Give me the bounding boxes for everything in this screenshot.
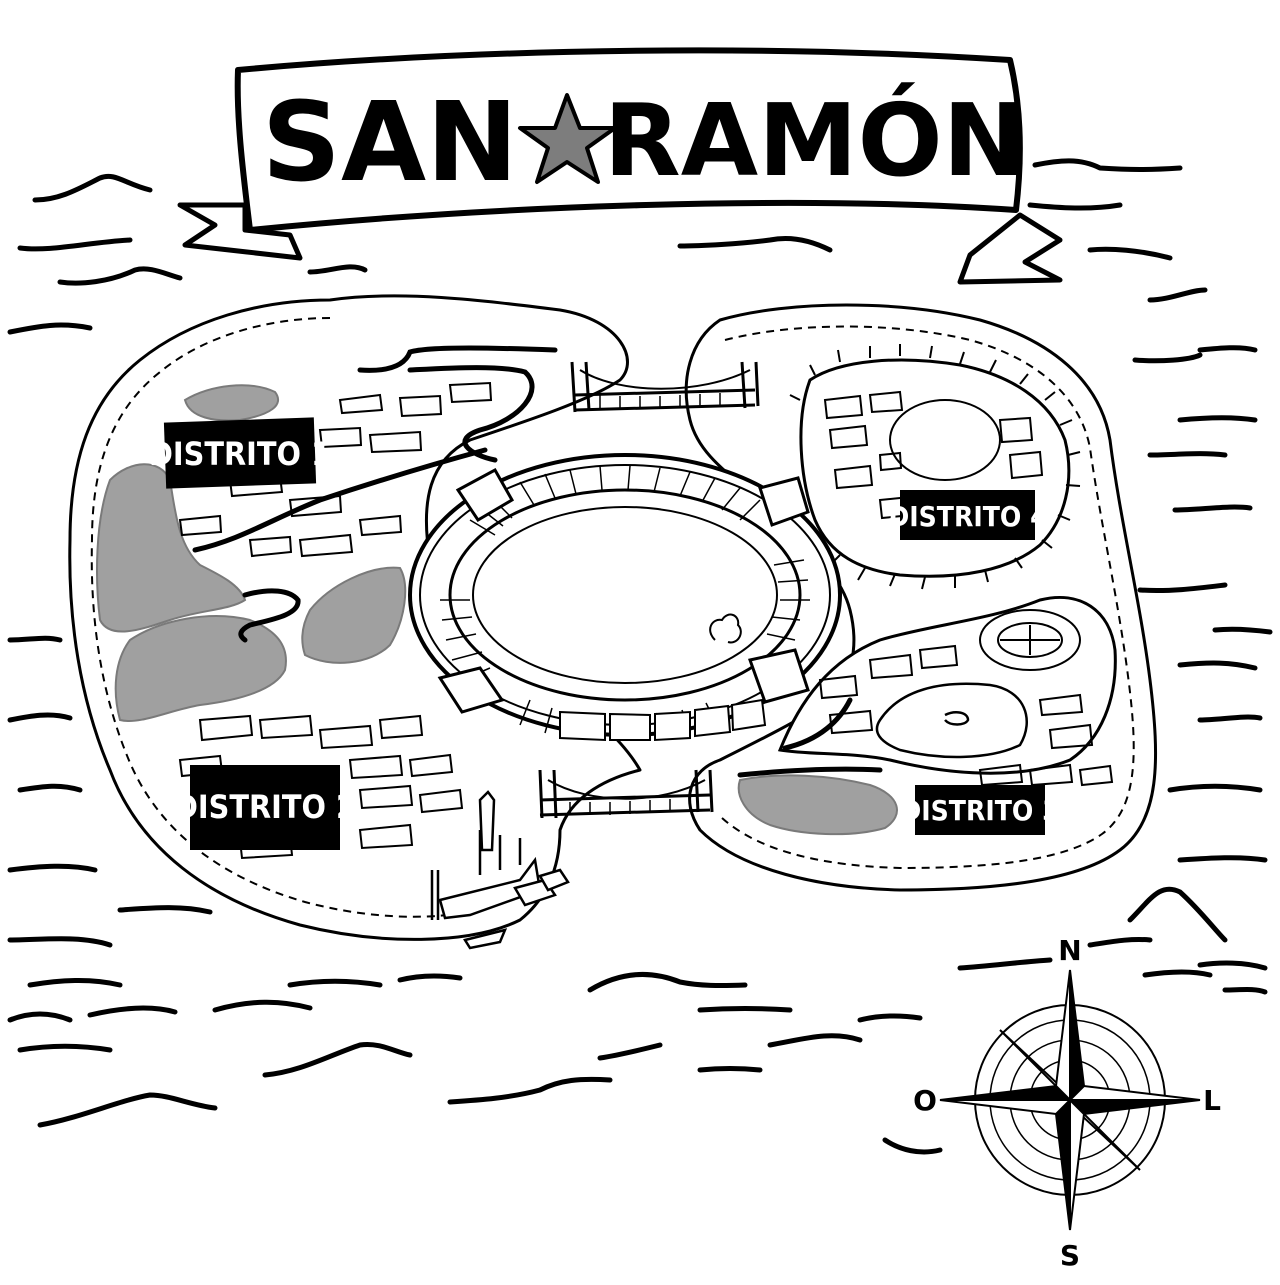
harbor-ship <box>430 790 570 950</box>
district-label-1: DISTRITO 1 <box>149 417 331 489</box>
star-icon <box>518 93 617 184</box>
district-label-2: DISTRITO 2 <box>174 765 356 850</box>
south-bridge <box>538 769 714 819</box>
east-rivers <box>737 697 883 778</box>
title-right: RAMÓN <box>604 82 1027 199</box>
compass-rose: N S L O <box>913 934 1221 1272</box>
compass-north-label: N <box>1058 934 1081 967</box>
district-label-3-text: DISTRITO 3 <box>900 794 1059 827</box>
sea-waves <box>7 158 1273 1155</box>
compass-west-label: O <box>913 1084 937 1117</box>
district-label-1-text: DISTRITO 1 <box>149 435 331 473</box>
north-bridge <box>570 361 760 413</box>
compass-south-label: S <box>1060 1239 1080 1272</box>
stadium-sport-field <box>979 609 1081 671</box>
compass-east-label: L <box>1203 1084 1221 1117</box>
title-left: SAN <box>262 78 518 206</box>
coastline-dashes <box>90 317 1135 918</box>
district-label-3: DISTRITO 3 <box>900 785 1060 835</box>
baseball-field <box>875 682 1028 759</box>
district-label-4: DISTRITO 4 <box>888 490 1048 540</box>
district-label-2-text: DISTRITO 2 <box>174 788 356 826</box>
title-banner: SAN RAMÓN <box>177 47 1063 285</box>
forest-areas <box>96 384 898 836</box>
west-rivers <box>192 345 558 643</box>
central-arena <box>408 453 842 742</box>
district4-blocks <box>823 390 1044 520</box>
district-label-4-text: DISTRITO 4 <box>888 500 1047 533</box>
